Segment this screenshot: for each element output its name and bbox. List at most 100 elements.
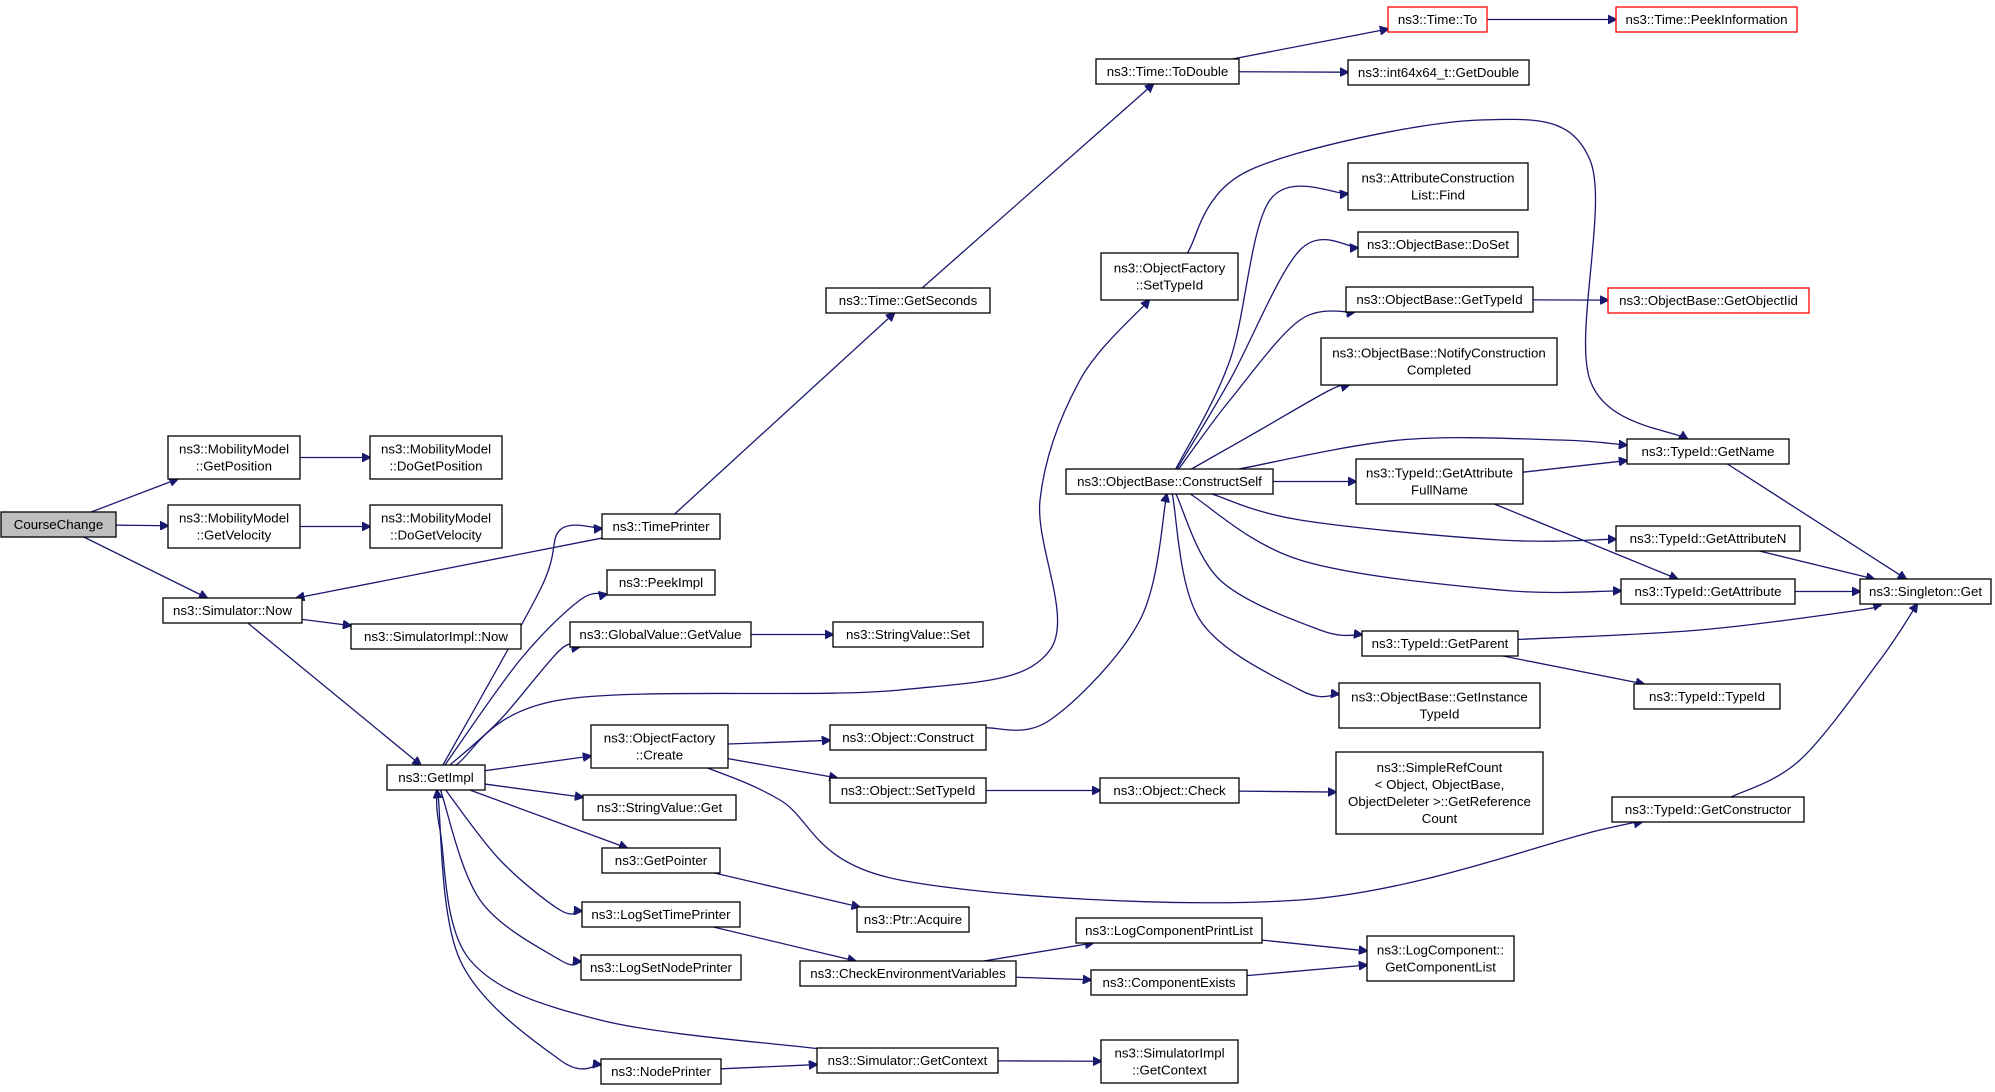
node-label: ns3::StringValue::Set	[846, 627, 970, 642]
node-label: ::SetTypeId	[1136, 278, 1203, 293]
node-simnow[interactable]: ns3::Simulator::Now	[162, 597, 303, 624]
node-box	[1338, 682, 1541, 729]
node-gettimeseconds[interactable]: ns3::Time::GetSeconds	[825, 287, 991, 314]
node-box	[601, 847, 721, 874]
node-objectsettypeid[interactable]: ns3::Object::SetTypeId	[829, 777, 987, 804]
node-objectconstruct[interactable]: ns3::Object::Construct	[829, 724, 987, 751]
node-label: ns3::TypeId::GetConstructor	[1625, 802, 1792, 817]
edge-constructself-to-typeidgetattr	[1189, 493, 1621, 592]
edge-getimpl-to-logsetnodeprinter	[439, 789, 581, 965]
node-label: ns3::MobilityModel	[179, 511, 289, 526]
node-box	[1090, 969, 1248, 996]
node-label: ns3::ObjectBase::GetInstance	[1351, 690, 1528, 705]
node-objectbasegettypeid[interactable]: ns3::ObjectBase::GetTypeId	[1345, 286, 1534, 313]
edge-getimpl-to-globalgetvalue	[449, 644, 580, 766]
node-checkenv[interactable]: ns3::CheckEnvironmentVariables	[799, 960, 1017, 987]
edge-coursechange-to-getvelocity	[115, 525, 168, 526]
node-getvelocity[interactable]: ns3::MobilityModel::GetVelocity	[167, 504, 301, 549]
node-typeidtypeid[interactable]: ns3::TypeId::TypeId	[1633, 683, 1781, 710]
node-box	[580, 954, 742, 981]
node-componentexists[interactable]: ns3::ComponentExists	[1090, 969, 1248, 996]
node-box	[1620, 578, 1796, 605]
node-label: ns3::Object::Check	[1113, 783, 1226, 798]
node-simimplnow[interactable]: ns3::SimulatorImpl::Now	[350, 623, 522, 650]
node-box	[1099, 777, 1240, 804]
node-timeprinter[interactable]: ns3::TimePrinter	[601, 513, 721, 540]
edge-typeidgetparent-to-singletonget	[1517, 604, 1881, 641]
node-box	[1100, 252, 1239, 301]
node-dogetvelocity[interactable]: ns3::MobilityModel::DoGetVelocity	[369, 504, 503, 549]
edge-getimpl-to-peekimpl	[444, 593, 607, 766]
edge-logcompprintlist-to-logcompgetlist	[1261, 939, 1367, 951]
node-getposition[interactable]: ns3::MobilityModel::GetPosition	[167, 435, 301, 480]
node-objfactorycreate[interactable]: ns3::ObjectFactory::Create	[590, 724, 729, 769]
node-logcompgetlist[interactable]: ns3::LogComponent::GetComponentList	[1366, 935, 1515, 982]
node-label: ns3::TimePrinter	[612, 519, 710, 534]
node-box	[816, 1047, 999, 1074]
node-box	[1095, 58, 1240, 85]
edge-coursechange-to-getposition	[91, 479, 177, 513]
node-notifyconstr[interactable]: ns3::ObjectBase::NotifyConstructionCompl…	[1320, 337, 1558, 386]
node-timetodouble[interactable]: ns3::Time::ToDouble	[1095, 58, 1240, 85]
node-getpointer[interactable]: ns3::GetPointer	[601, 847, 721, 874]
node-box	[581, 901, 741, 928]
node-box	[856, 906, 970, 933]
node-box	[590, 724, 729, 769]
node-box	[1075, 917, 1263, 944]
edge-typeidgetattrfullname-to-typeidgetname	[1522, 461, 1627, 473]
edge-objfactorycreate-to-objectconstruct	[727, 740, 830, 744]
node-typeidgetattrn[interactable]: ns3::TypeId::GetAttributeN	[1615, 525, 1801, 552]
node-label: ns3::TypeId::GetAttributeN	[1630, 531, 1787, 546]
node-int64getdouble[interactable]: ns3::int64x64_t::GetDouble	[1347, 59, 1530, 86]
node-typeidgetparent[interactable]: ns3::TypeId::GetParent	[1361, 630, 1519, 657]
node-label: ns3::Object::Construct	[842, 730, 974, 745]
node-dogetposition[interactable]: ns3::MobilityModel::DoGetPosition	[369, 435, 503, 480]
node-label: List::Find	[1411, 188, 1465, 203]
node-simgetcontext[interactable]: ns3::Simulator::GetContext	[816, 1047, 999, 1074]
node-typeidgetattr[interactable]: ns3::TypeId::GetAttribute	[1620, 578, 1796, 605]
node-label: ns3::TypeId::GetName	[1641, 444, 1774, 459]
node-getimpl[interactable]: ns3::GetImpl	[386, 764, 486, 791]
node-getobjectiid[interactable]: ns3::ObjectBase::GetObjectIid	[1607, 287, 1810, 314]
node-label: TypeId	[1420, 707, 1460, 722]
node-logsettimeprinter[interactable]: ns3::LogSetTimePrinter	[581, 901, 741, 928]
node-stringvalueset[interactable]: ns3::StringValue::Set	[832, 621, 984, 648]
edge-getimpl-to-objfactorysettypeid	[455, 300, 1149, 766]
node-typeidgetconstructor[interactable]: ns3::TypeId::GetConstructor	[1611, 796, 1805, 823]
node-singletonget[interactable]: ns3::Singleton::Get	[1859, 578, 1992, 605]
edge-typeidgetconstructor-to-singletonget	[1730, 604, 1917, 798]
node-stringvalueget[interactable]: ns3::StringValue::Get	[582, 794, 737, 821]
node-box	[1366, 935, 1515, 982]
node-objfactorysettypeid[interactable]: ns3::ObjectFactory::SetTypeId	[1100, 252, 1239, 301]
node-label: ns3::ObjectBase::GetObjectIid	[1619, 293, 1798, 308]
node-logsetnodeprinter[interactable]: ns3::LogSetNodePrinter	[580, 954, 742, 981]
node-label: ::GetVelocity	[197, 528, 272, 543]
node-simimplgetcontext[interactable]: ns3::SimulatorImpl::GetContext	[1100, 1039, 1239, 1084]
node-box	[829, 777, 987, 804]
node-box	[162, 597, 303, 624]
node-timepeekinfo[interactable]: ns3::Time::PeekInformation	[1615, 6, 1798, 33]
node-constructself[interactable]: ns3::ObjectBase::ConstructSelf	[1065, 468, 1274, 495]
node-typeidgetname[interactable]: ns3::TypeId::GetName	[1626, 438, 1790, 465]
node-globalgetvalue[interactable]: ns3::GlobalValue::GetValue	[569, 621, 752, 648]
node-timeto[interactable]: ns3::Time::To	[1387, 6, 1488, 33]
node-logcompprintlist[interactable]: ns3::LogComponentPrintList	[1075, 917, 1263, 944]
node-label: ns3::PeekImpl	[619, 575, 703, 590]
node-coursechange[interactable]: CourseChange	[0, 511, 117, 538]
node-box	[569, 621, 752, 648]
node-peekimpl[interactable]: ns3::PeekImpl	[606, 569, 716, 596]
node-nodeprinter[interactable]: ns3::NodePrinter	[600, 1058, 722, 1085]
node-objectbasedoset[interactable]: ns3::ObjectBase::DoSet	[1357, 231, 1519, 258]
node-box	[1065, 468, 1274, 495]
edge-objfactorycreate-to-typeidgetconstructor	[707, 767, 1642, 904]
node-simplerefcount[interactable]: ns3::SimpleRefCount< Object, ObjectBase,…	[1335, 751, 1544, 835]
node-ptracquire[interactable]: ns3::Ptr::Acquire	[856, 906, 970, 933]
edge-constructself-to-typeidgetparent	[1175, 493, 1362, 635]
node-label: ns3::MobilityModel	[381, 442, 491, 457]
node-label: ns3::LogComponentPrintList	[1085, 923, 1253, 938]
node-objectcheck[interactable]: ns3::Object::Check	[1099, 777, 1240, 804]
edge-getimpl-to-timeprinter	[442, 525, 602, 766]
